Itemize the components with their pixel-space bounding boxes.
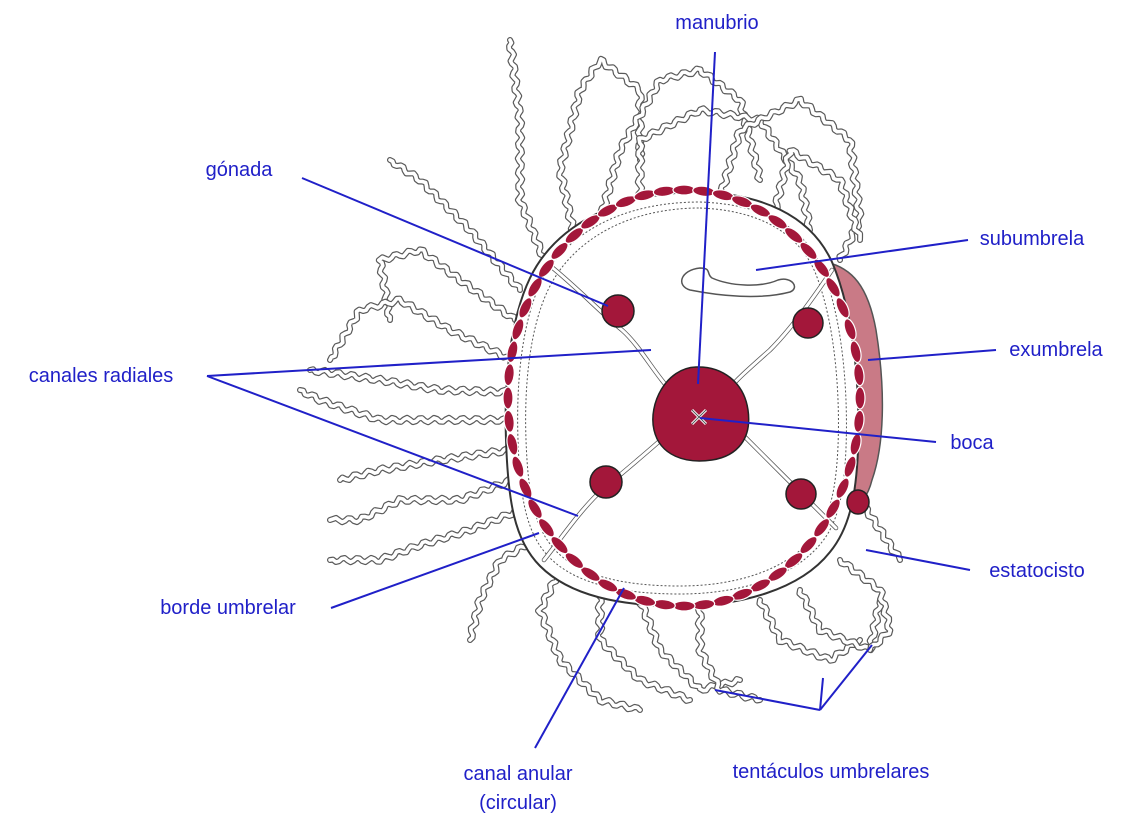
tentacle-bulb: [673, 601, 695, 611]
label-tentaculos: tentáculos umbrelares: [733, 761, 930, 783]
tentacle-core: [330, 479, 512, 522]
tentacle-bulb: [855, 387, 865, 409]
label-borde-umbrelar: borde umbrelar: [160, 597, 296, 619]
label-canal-anular-2: (circular): [479, 792, 557, 814]
label-manubrio: manubrio: [675, 12, 758, 34]
tentacle-core: [390, 160, 520, 290]
tentacle-bulb: [503, 387, 513, 409]
label-canal-anular-1: canal anular: [464, 763, 573, 785]
tentacle-core: [799, 590, 881, 650]
label-estatocisto: estatocisto: [989, 560, 1085, 582]
tentacle-core: [300, 390, 508, 422]
tentacle-bulb: [673, 185, 695, 195]
statocyst: [847, 490, 869, 514]
label-gonada: gónada: [206, 159, 274, 181]
tentacle-core: [310, 369, 508, 393]
label-canales-radiales: canales radiales: [29, 365, 174, 387]
label-subumbrela: subumbrela: [980, 228, 1085, 250]
tentacle: [330, 299, 512, 360]
label-boca: boca: [950, 432, 994, 454]
label-exumbrela: exumbrela: [1009, 339, 1103, 361]
